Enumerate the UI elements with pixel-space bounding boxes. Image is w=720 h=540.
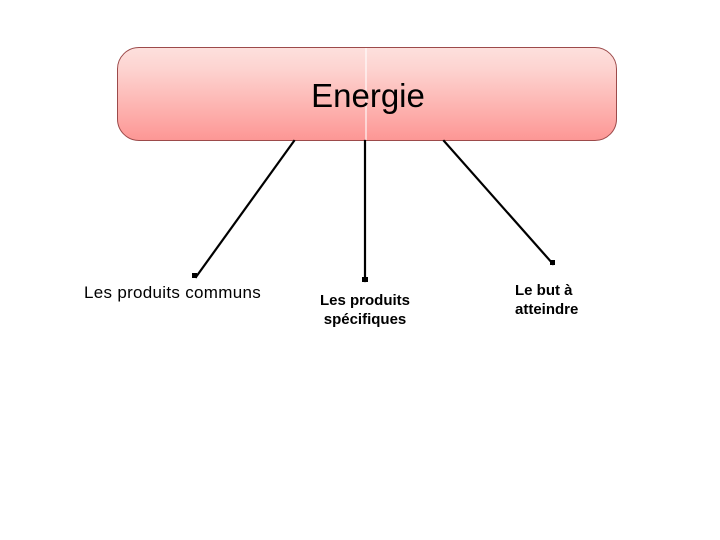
branch-label-produits-specifiques[interactable]: Les produits spécifiques <box>319 292 410 328</box>
connector-line-but-a-atteindre <box>442 139 555 266</box>
title-box[interactable]: Energie <box>117 47 617 141</box>
connector-endpoint-produits-specifiques <box>362 277 368 282</box>
connector-line-produits-communs <box>194 139 296 279</box>
connector-endpoint-produits-communs <box>192 273 197 278</box>
page-title: Energie <box>311 76 425 114</box>
title-box-highlight <box>365 48 367 140</box>
connector-endpoint-but-a-atteindre <box>550 260 555 265</box>
branch-label-but-a-atteindre[interactable]: Le but à atteindre <box>515 282 579 318</box>
branch-label-produits-communs[interactable]: Les produits communs <box>84 283 262 302</box>
